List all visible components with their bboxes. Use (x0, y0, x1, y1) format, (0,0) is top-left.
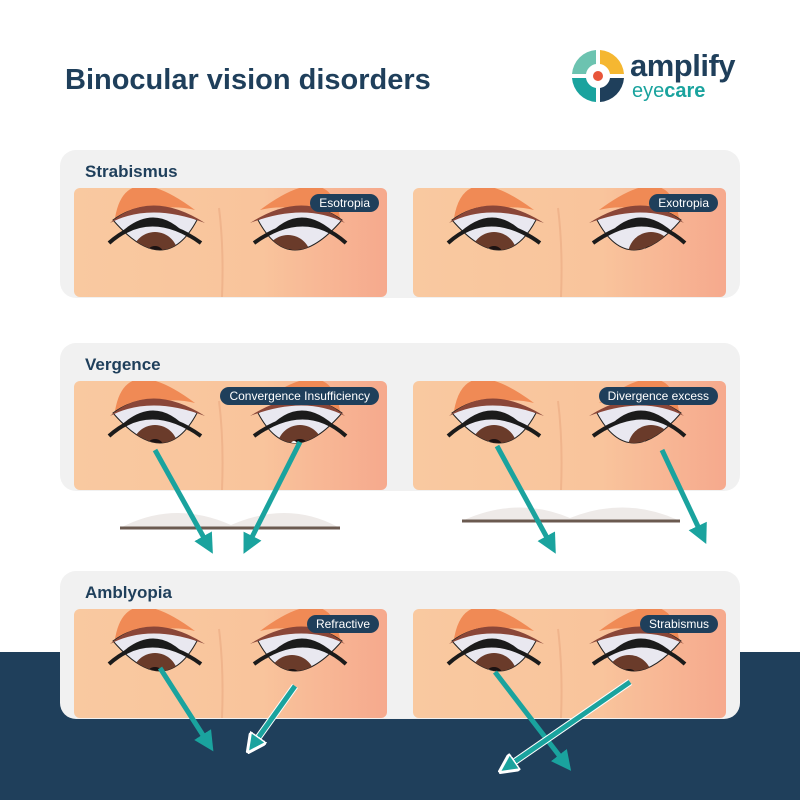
section-title: Strabismus (85, 162, 178, 181)
logo-sub-eye: eye (632, 80, 665, 102)
panel-refractive: Refractive (74, 609, 387, 718)
eye-icon (107, 188, 205, 251)
eye-icon (446, 188, 544, 251)
eye-icon (446, 381, 544, 444)
panel-exotropia: Exotropia (413, 188, 726, 297)
label-badge: Divergence excess (598, 387, 718, 405)
section-title: Vergence (85, 355, 161, 374)
eye-icon (446, 609, 544, 672)
eye-icon (107, 381, 205, 444)
label-badge: Esotropia (310, 194, 379, 212)
label-badge: Exotropia (649, 194, 718, 212)
book-icon (120, 512, 340, 530)
label-badge: Convergence Insufficiency (220, 387, 379, 405)
label-badge: Strabismus (639, 615, 718, 633)
eye-icon (107, 609, 205, 672)
panel-esotropia: Esotropia (74, 188, 387, 297)
book-icon (462, 507, 680, 523)
panel-convergence-insufficiency: Convergence Insufficiency (74, 381, 387, 490)
logo-word: amplify (630, 48, 736, 83)
eyes-illustration (107, 188, 348, 297)
logo-sub: eyecare (632, 80, 705, 103)
eyes-illustration (446, 609, 687, 718)
eyes-illustration (107, 609, 348, 718)
panel-divergence-excess: Divergence excess (413, 381, 726, 490)
section-title: Amblyopia (85, 583, 172, 602)
panel-strabismus-amblyopia: Strabismus (413, 609, 726, 718)
logo: amplify eyecare (568, 46, 748, 106)
page-title: Binocular vision disorders (65, 64, 431, 96)
eyes-illustration (446, 188, 687, 297)
logo-sub-care: care (664, 80, 706, 102)
logo-mark-icon (572, 50, 624, 102)
label-badge: Refractive (306, 615, 379, 633)
